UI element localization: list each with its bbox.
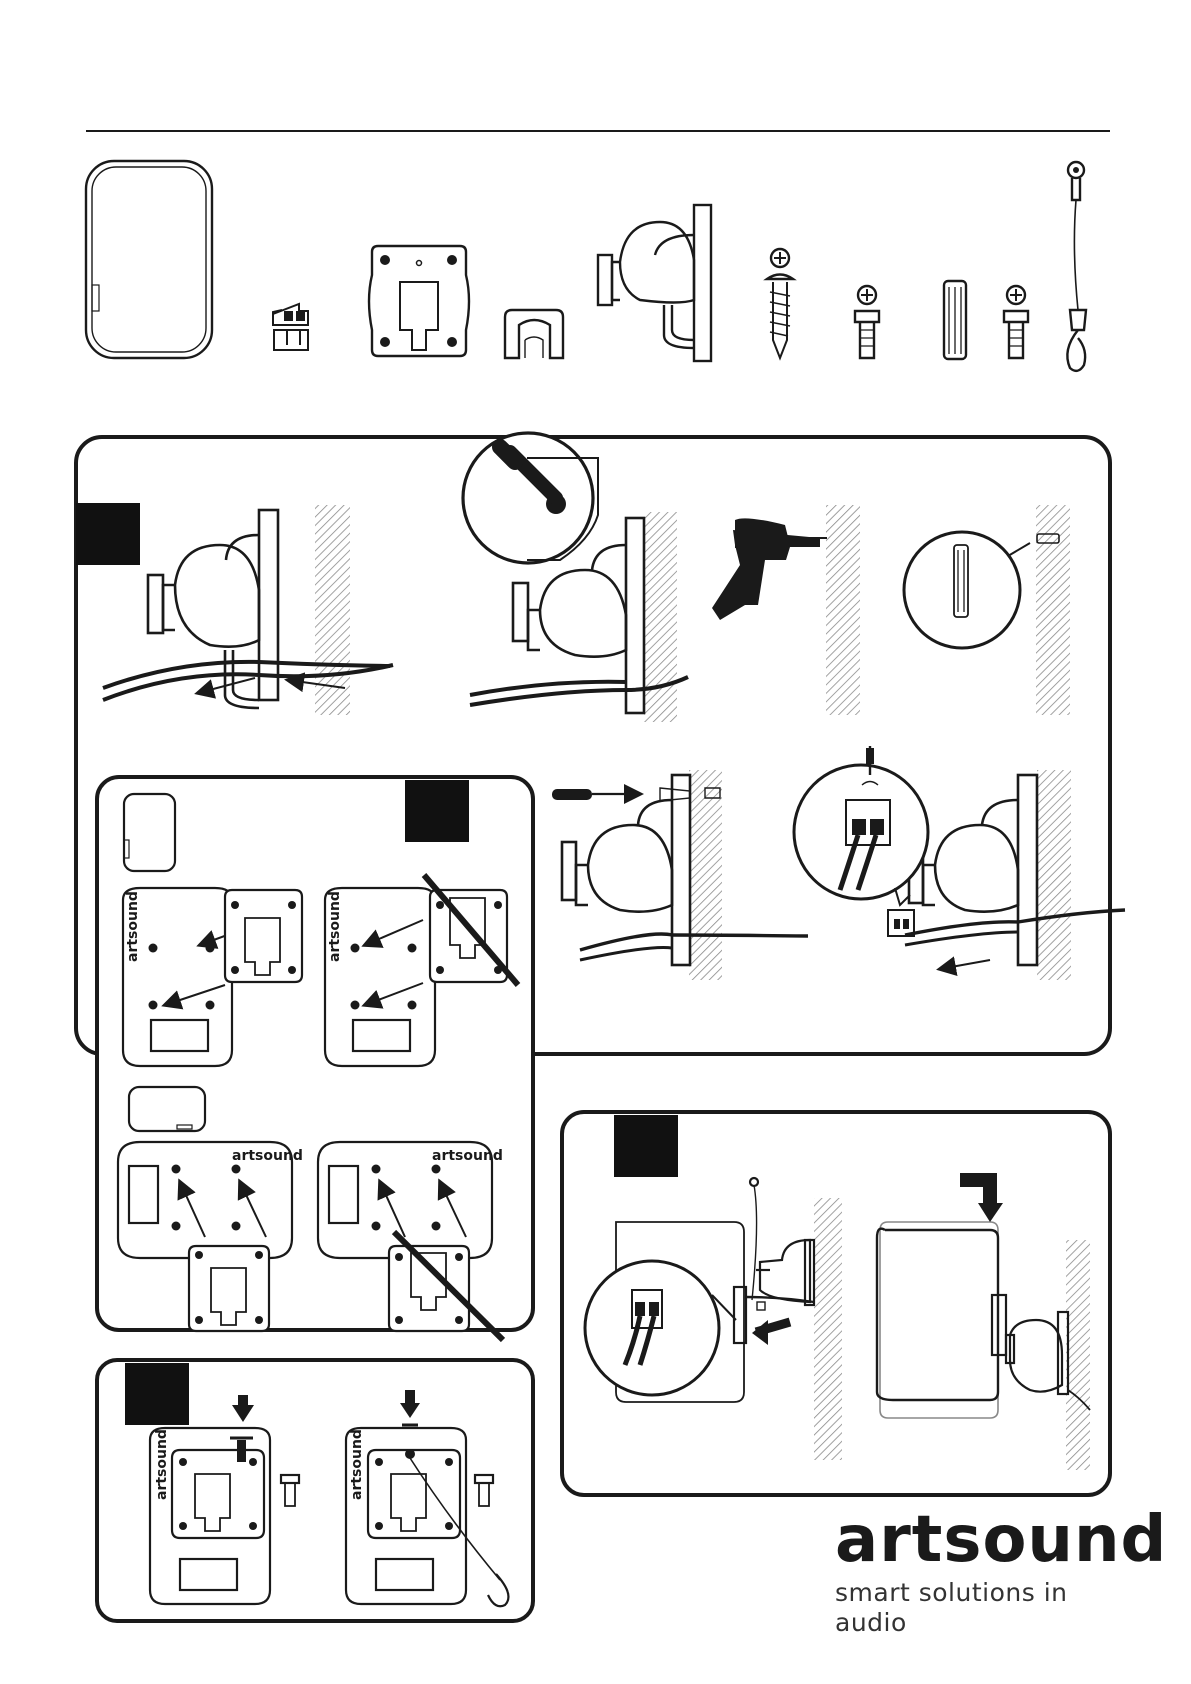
- part-wall-plug: [944, 281, 966, 359]
- template-logo-5: artsound: [154, 1429, 170, 1500]
- step-a6-connect-terminal: [794, 746, 1125, 980]
- template-logo-2: artsound: [327, 891, 343, 962]
- step-a4-insert-plug: [904, 505, 1070, 715]
- step-a2-mark-holes: [463, 433, 688, 722]
- panel-d-step-marker: [614, 1115, 678, 1177]
- part-cable-clip: [505, 310, 563, 358]
- template-logo-6: artsound: [349, 1429, 365, 1500]
- parts-row: [86, 161, 1086, 371]
- panel-a-step-marker: [76, 503, 140, 565]
- step-a5-fix-bracket: [552, 770, 808, 980]
- part-wood-screw: [767, 249, 793, 358]
- panel-b: artsound artsound artsound artsound: [97, 777, 533, 1340]
- part-safety-cable: [1067, 162, 1086, 371]
- brand-tagline: smart solutions in audio: [835, 1578, 1125, 1638]
- step-a3-drill: [712, 505, 860, 715]
- part-speaker: [86, 161, 212, 358]
- template-logo-1: artsound: [125, 891, 141, 962]
- panel-c-step-marker: [125, 1363, 189, 1425]
- template-logo-4: artsound: [432, 1148, 503, 1164]
- part-terminal-block: [273, 304, 308, 350]
- brand-block: artsound smart solutions in audio: [835, 1508, 1125, 1638]
- part-machine-screw-2: [1004, 286, 1028, 358]
- brand-logo: artsound: [835, 1508, 1125, 1572]
- step-a1-route-cable: [103, 505, 393, 715]
- part-machine-screw: [855, 286, 879, 358]
- panel-d: [562, 1112, 1110, 1495]
- part-wall-plate: [369, 246, 469, 356]
- part-wall-mount-bracket: [598, 205, 711, 361]
- template-logo-3: artsound: [232, 1148, 303, 1164]
- panel-c: artsound artsound: [97, 1360, 533, 1621]
- panel-b-step-marker: [405, 780, 469, 842]
